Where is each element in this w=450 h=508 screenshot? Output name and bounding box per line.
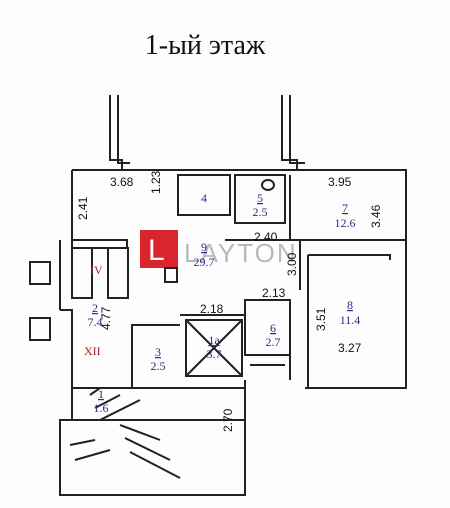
watermark-logo-letter: L (148, 234, 165, 267)
dim-3-68: 3.68 (110, 175, 134, 189)
room-8-area: 11.4 (340, 313, 361, 327)
dim-2-13: 2.13 (262, 286, 286, 300)
room-1-area: 1.6 (94, 401, 109, 415)
room-7-area: 12.6 (335, 216, 356, 230)
room-3: 3 2.5 (151, 345, 166, 373)
room-9-number: 9 (201, 240, 207, 254)
walls (29, 95, 407, 496)
watermark-logo-icon (140, 230, 178, 268)
room-5-number: 5 (257, 191, 263, 205)
room-7: 7 12.6 (335, 201, 356, 230)
dim-2-70: 2.70 (221, 408, 235, 432)
room-6-area: 2.7 (266, 335, 281, 349)
room-labels: 1 1.6 2 7.4 3 2.5 4 5 2.5 6 2.7 7 12.6 8… (88, 191, 361, 415)
room-6: 6 2.7 (266, 321, 281, 349)
room-2-number: 2 (92, 301, 98, 315)
room-1a-area: 3.7 (207, 347, 222, 361)
room-3-number: 3 (155, 345, 161, 359)
dim-2-41: 2.41 (76, 196, 90, 220)
page-title: 1-ый этаж (144, 30, 266, 61)
room-1a-number: 1а (208, 333, 220, 347)
room-8: 8 11.4 (340, 298, 361, 327)
dim-3-00: 3.00 (285, 252, 299, 276)
marker-xii: XII (84, 344, 101, 358)
room-8-number: 8 (347, 298, 353, 312)
room-1: 1 1.6 (94, 387, 109, 415)
dim-4-77: 4.77 (99, 306, 113, 330)
room-3-area: 2.5 (151, 359, 166, 373)
room-4-number: 4 (201, 191, 207, 205)
room-4: 4 (201, 191, 207, 205)
room-5-area: 2.5 (253, 205, 268, 219)
dim-3-46: 3.46 (369, 204, 383, 228)
room-2: 2 7.4 (88, 301, 103, 329)
dim-2-18: 2.18 (200, 302, 224, 316)
dim-3-95: 3.95 (328, 175, 352, 189)
room-1-number: 1 (98, 387, 104, 401)
marker-iv: IV (90, 263, 103, 277)
watermark-text: LAYTON (184, 238, 298, 268)
dim-1-23: 1.23 (149, 170, 163, 194)
room-2-area: 7.4 (88, 315, 103, 329)
dim-3-51: 3.51 (314, 307, 328, 331)
dimension-labels: 3.68 1.23 2.41 3.95 3.46 2.40 3.00 4.77 … (76, 170, 383, 432)
room-7-number: 7 (342, 201, 348, 215)
room-9-area: 29.7 (194, 255, 215, 269)
watermark: L LAYTON (140, 230, 298, 268)
dim-3-27: 3.27 (338, 341, 362, 355)
room-6-number: 6 (270, 321, 276, 335)
room-1a: 1а 3.7 (207, 333, 222, 361)
room-5: 5 2.5 (253, 191, 268, 219)
dim-2-40: 2.40 (254, 230, 278, 244)
room-9: 9 29.7 (194, 240, 215, 269)
